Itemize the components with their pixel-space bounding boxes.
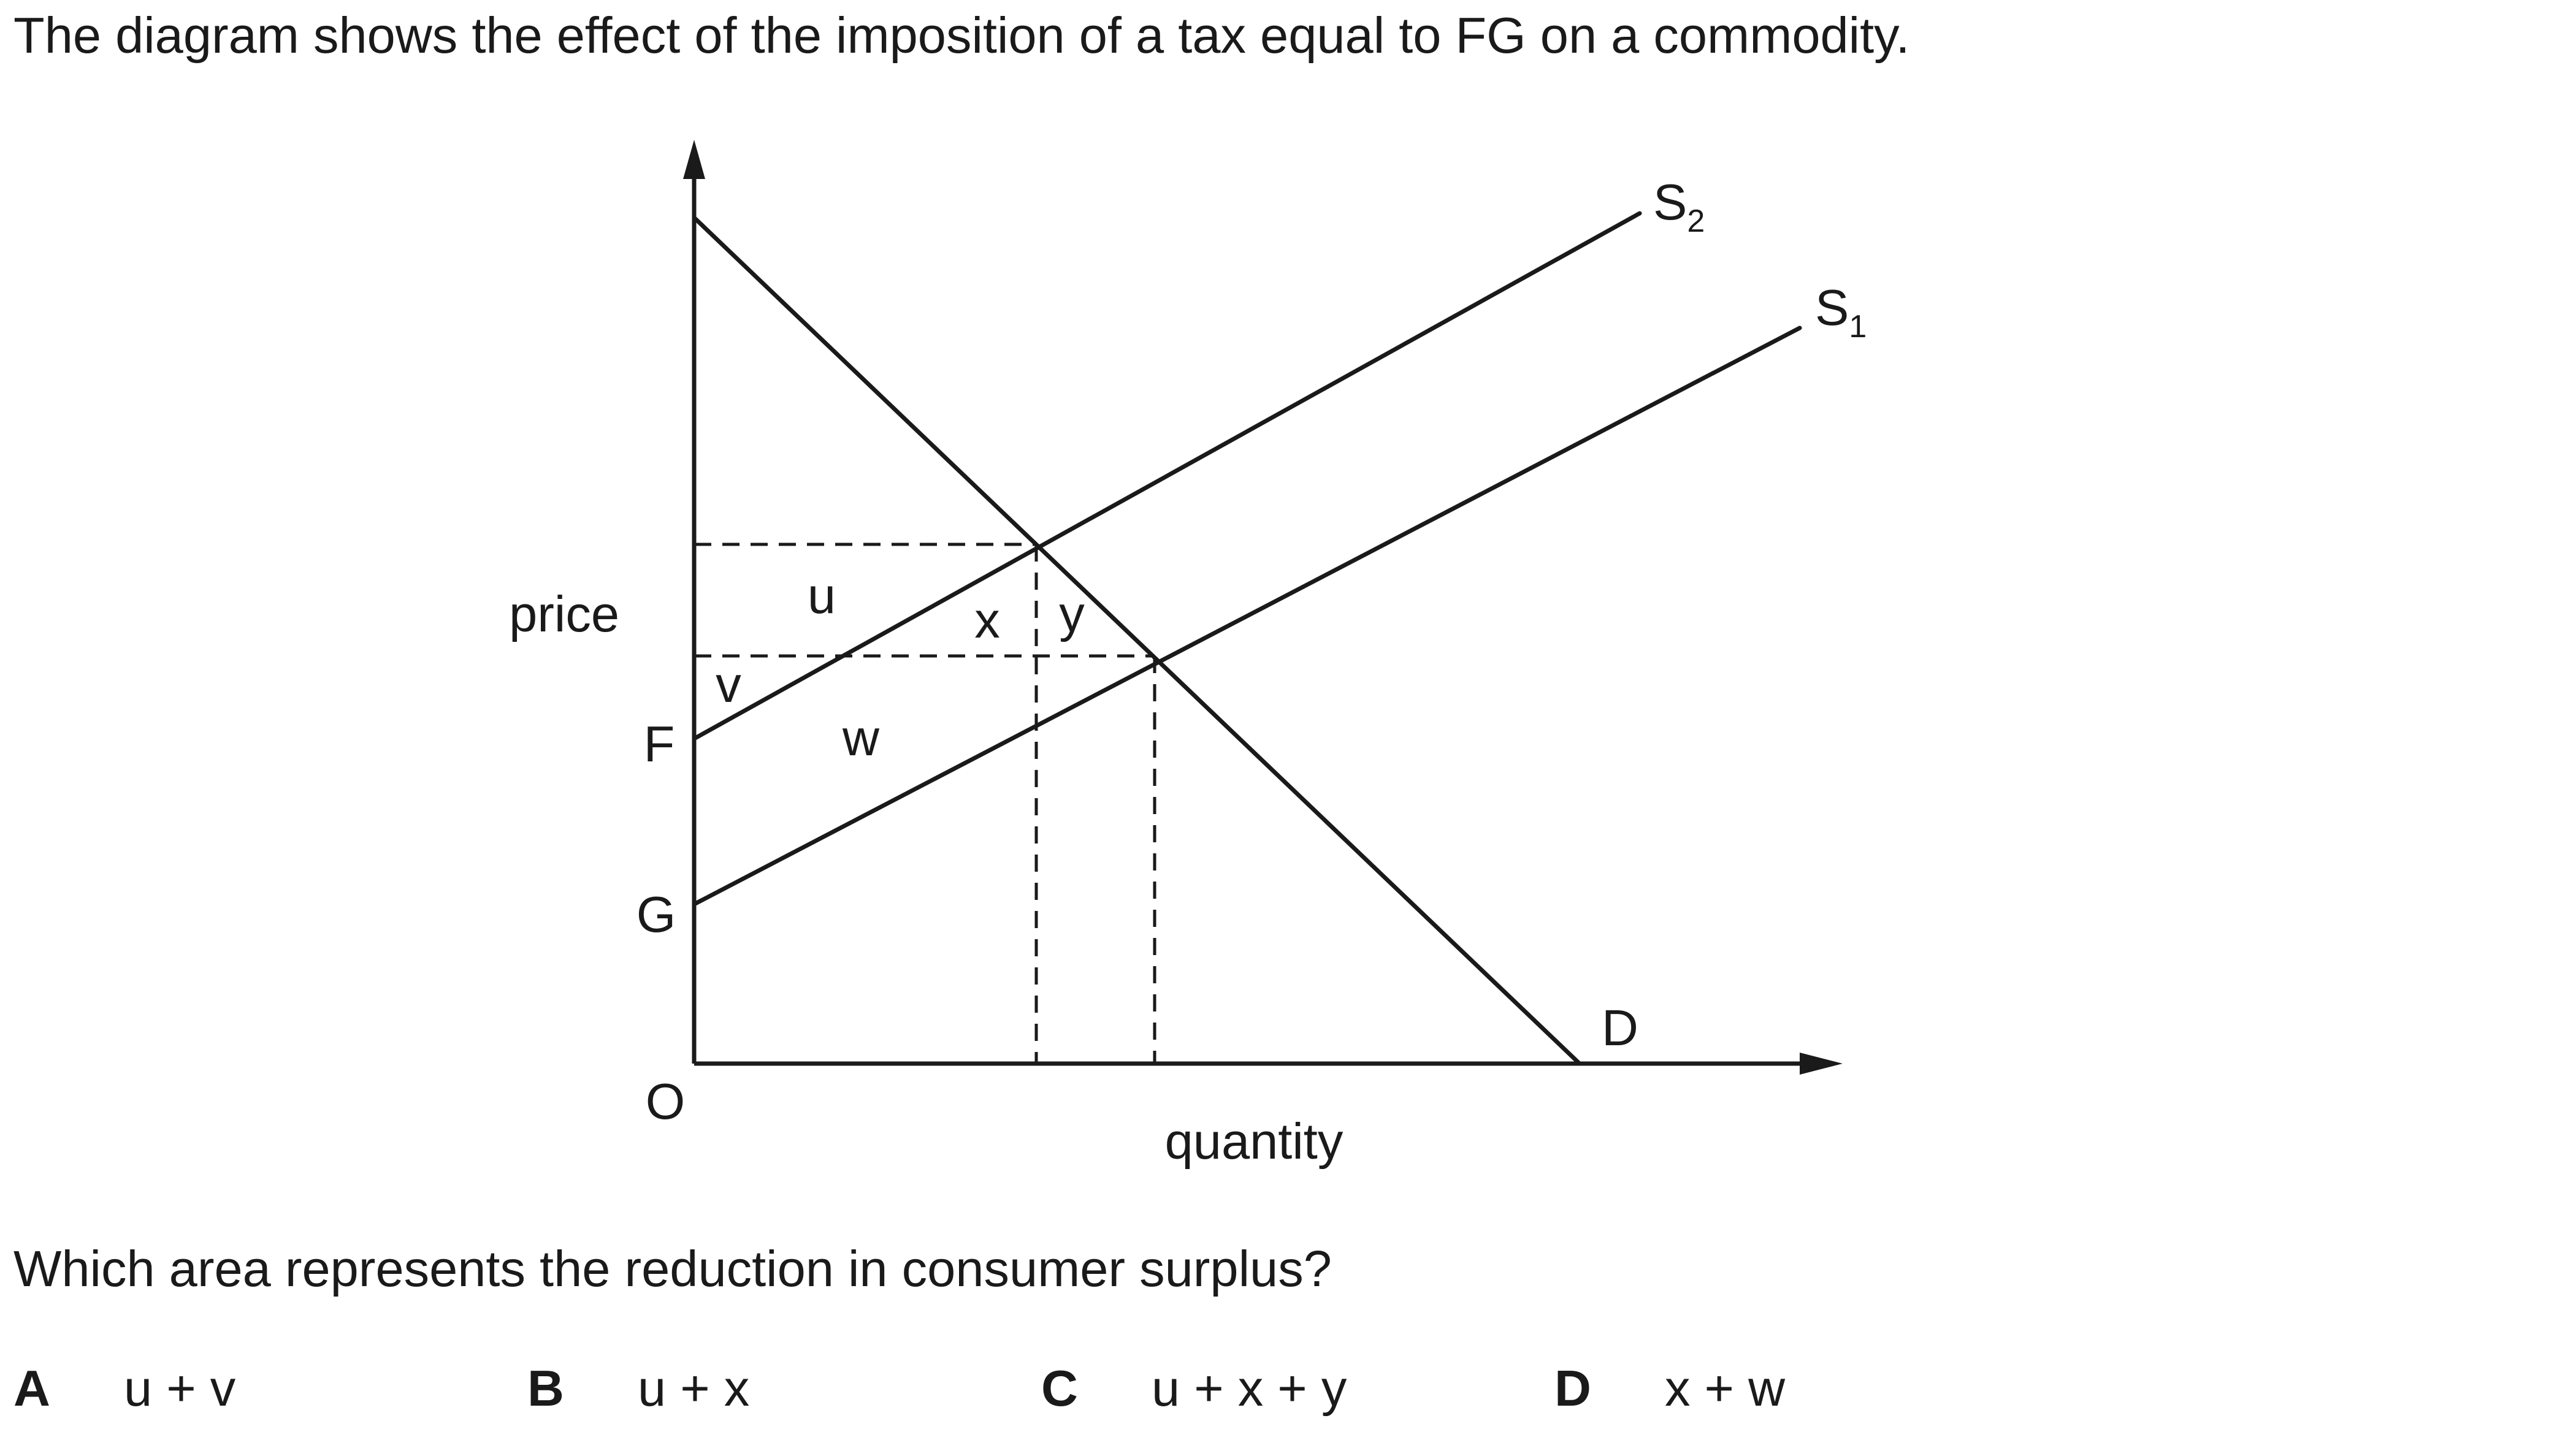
supply-curve-s1 <box>692 326 1802 907</box>
curves <box>692 211 1802 1066</box>
option-a-text: u + v <box>124 1360 236 1417</box>
option-a[interactable]: A u + v <box>13 1358 235 1419</box>
area-y-label: y <box>1059 585 1085 642</box>
demand-curve <box>692 215 1582 1066</box>
axes <box>692 178 1803 1066</box>
option-c-text: u + x + y <box>1152 1360 1347 1417</box>
demand-curve-label: D <box>1602 999 1638 1056</box>
quantity-axis-label: quantity <box>1165 1113 1343 1170</box>
area-v-label: v <box>716 656 741 713</box>
guide-lines <box>694 543 1156 1064</box>
supply-curve-s2 <box>692 211 1642 741</box>
point-g-label: G <box>636 886 676 943</box>
point-f-label: F <box>644 715 675 772</box>
option-d-letter: D <box>1554 1360 1591 1417</box>
option-b[interactable]: B u + x <box>527 1358 749 1419</box>
option-c-letter: C <box>1041 1360 1078 1417</box>
supply-curve-s2-label: S2 <box>1653 173 1705 239</box>
option-b-text: u + x <box>638 1360 750 1417</box>
area-x-label: x <box>974 592 1000 649</box>
question-stem: The diagram shows the effect of the impo… <box>13 7 1910 64</box>
origin-label: O <box>646 1073 686 1130</box>
area-u-label: u <box>808 567 836 624</box>
price-axis-arrowhead <box>683 140 705 179</box>
option-a-letter: A <box>13 1360 50 1417</box>
answer-options: A u + v B u + x C u + x + y D x + w <box>0 1358 2576 1431</box>
price-axis-label: price <box>509 585 619 642</box>
option-d-text: x + w <box>1665 1360 1786 1417</box>
option-b-letter: B <box>527 1360 564 1417</box>
question-prompt: Which area represents the reduction in c… <box>13 1240 1332 1297</box>
quantity-axis-arrowhead <box>1800 1053 1843 1075</box>
supply-curve-s1-label: S1 <box>1815 279 1867 345</box>
area-w-label: w <box>842 709 880 766</box>
option-d[interactable]: D x + w <box>1554 1358 1785 1419</box>
option-c[interactable]: C u + x + y <box>1041 1358 1347 1419</box>
